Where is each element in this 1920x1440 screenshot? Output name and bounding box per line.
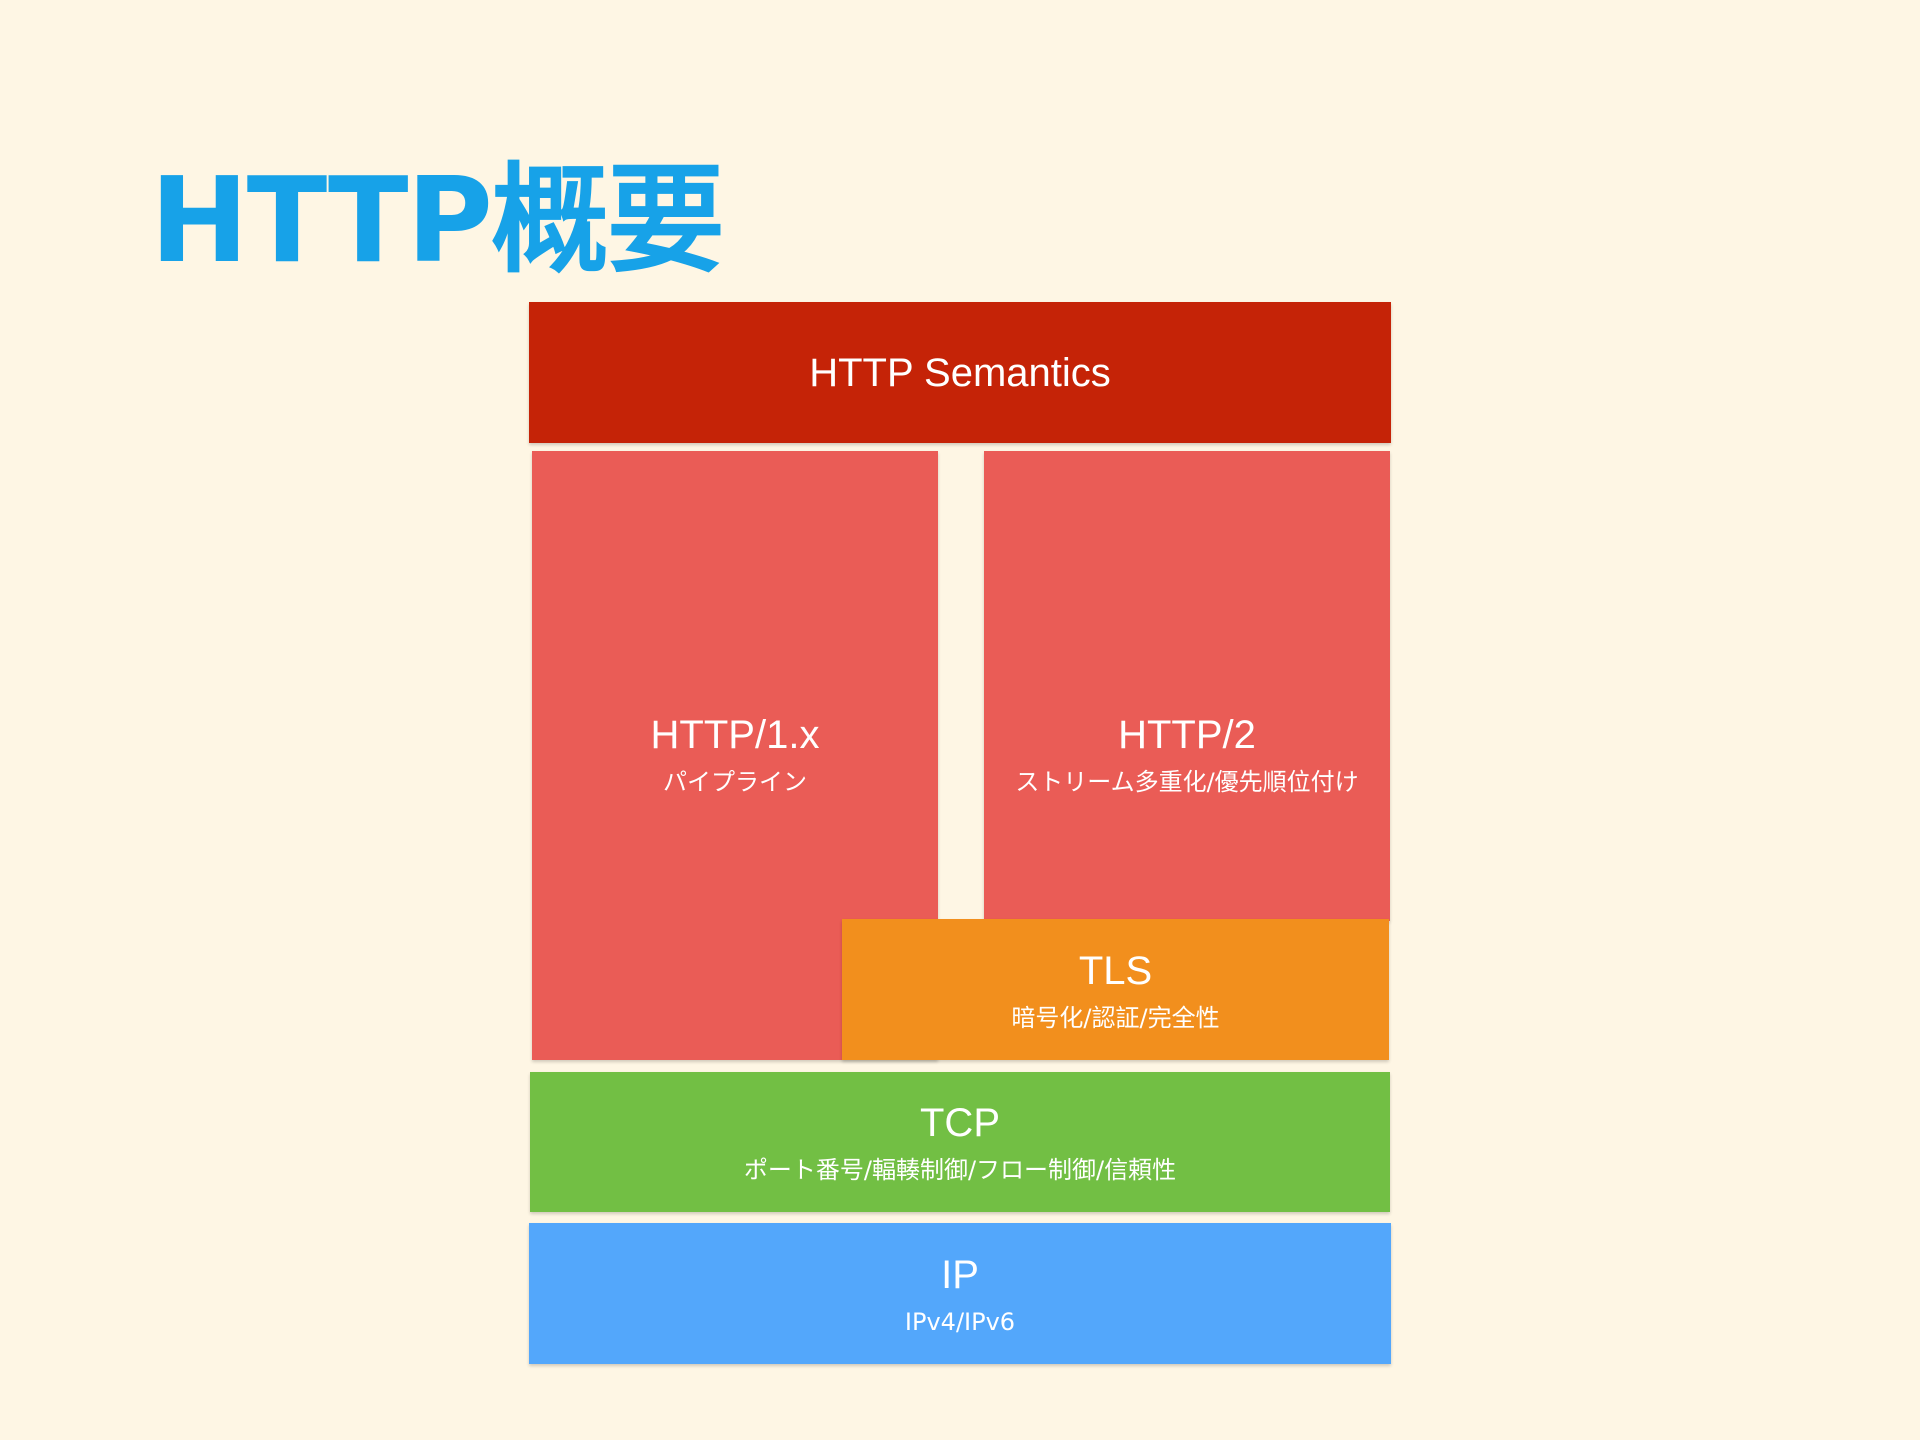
layer-http1x: HTTP/1.x パイプライン	[532, 451, 938, 1060]
layer-description: パイプライン	[663, 768, 807, 796]
layer-http-semantics: HTTP Semantics	[529, 302, 1391, 443]
layer-label: TCP	[920, 1101, 1000, 1145]
layer-label: HTTP/1.x	[650, 713, 820, 757]
layer-tcp: TCP ポート番号/輻輳制御/フロー制御/信頼性	[530, 1072, 1390, 1212]
slide-title: HTTP概要	[150, 151, 725, 289]
layer-description: IPv4/IPv6	[904, 1307, 1016, 1336]
layer-description: ストリーム多重化/優先順位付け	[1015, 768, 1359, 796]
layer-label: HTTP/2	[1118, 713, 1256, 757]
layer-ip: IP IPv4/IPv6	[529, 1223, 1391, 1364]
layer-http2: HTTP/2 ストリーム多重化/優先順位付け	[984, 451, 1390, 921]
layer-description: 暗号化/認証/完全性	[1011, 1003, 1220, 1032]
layer-description: ポート番号/輻輳制御/フロー制御/信頼性	[743, 1156, 1177, 1184]
layer-tls: TLS 暗号化/認証/完全性	[842, 919, 1389, 1060]
layer-label: HTTP Semantics	[809, 350, 1111, 395]
layer-label: TLS	[1078, 948, 1153, 993]
layer-label: IP	[941, 1252, 979, 1297]
